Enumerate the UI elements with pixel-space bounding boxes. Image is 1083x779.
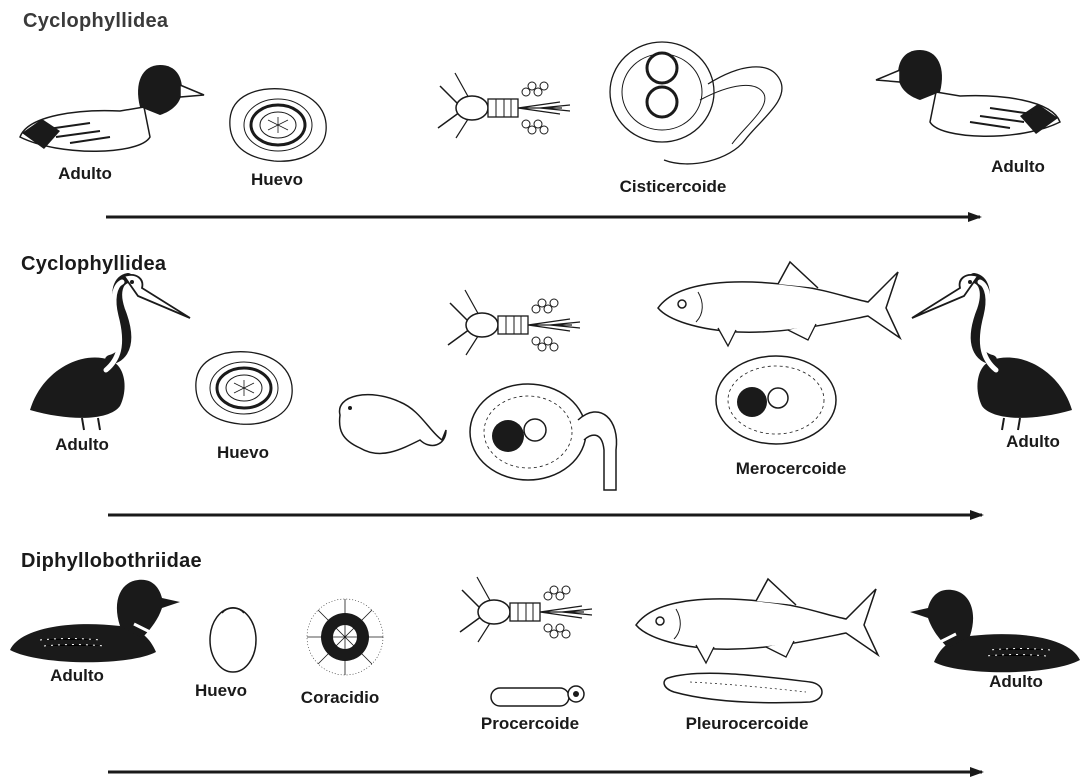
stage-label-adult-1a: Adulto: [58, 164, 112, 184]
stage-label-egg-2: Huevo: [217, 443, 269, 463]
metacestode-illustration: [470, 384, 617, 490]
pelican-adult-right-illustration: [912, 275, 1072, 430]
plerocercoid-illustration: [664, 673, 822, 702]
egg-illustration-2: [196, 352, 292, 425]
stage-label-adult-3a: Adulto: [50, 666, 104, 686]
copepod-illustration-2: [448, 290, 580, 355]
egg-illustration-1: [230, 89, 326, 162]
section-title-1: Cyclophyllidea: [23, 10, 168, 33]
stage-label-adult-1b: Adulto: [991, 157, 1045, 177]
stage-label-egg-3: Huevo: [195, 681, 247, 701]
duck-adult-left-illustration: [20, 65, 204, 151]
loon-adult-right-illustration: [910, 590, 1080, 672]
section-title-3: Diphyllobothriidae: [21, 550, 202, 573]
fish-illustration-1: [658, 262, 900, 346]
stage-label-merocercoid: Merocercoide: [736, 459, 847, 479]
coracidium-illustration: [307, 599, 383, 675]
pelican-adult-left-illustration: [30, 275, 190, 430]
copepod-illustration-3: [460, 577, 592, 642]
fish-illustration-2: [636, 579, 878, 663]
stage-label-adult-3b: Adulto: [989, 672, 1043, 692]
copepod-illustration-1: [438, 73, 570, 138]
stage-label-adult-2a: Adulto: [55, 435, 109, 455]
stage-label-cysticercoid: Cisticercoide: [620, 177, 727, 197]
operculate-egg-illustration: [210, 608, 256, 672]
stage-label-plerocercoid: Pleurocercoide: [686, 714, 809, 734]
stage-label-adult-2b: Adulto: [1006, 432, 1060, 452]
cysticercoid-illustration: [610, 42, 782, 164]
duck-adult-right-illustration: [876, 50, 1060, 136]
section-title-2: Cyclophyllidea: [21, 253, 166, 276]
oncosphere-illustration: [340, 395, 446, 454]
stage-label-procercoid: Procercoide: [481, 714, 579, 734]
procercoid-illustration: [491, 686, 584, 706]
stage-label-egg-1: Huevo: [251, 170, 303, 190]
merocercoid-illustration: [716, 356, 836, 444]
stage-label-coracidium: Coracidio: [301, 688, 379, 708]
loon-adult-left-illustration: [10, 580, 180, 662]
